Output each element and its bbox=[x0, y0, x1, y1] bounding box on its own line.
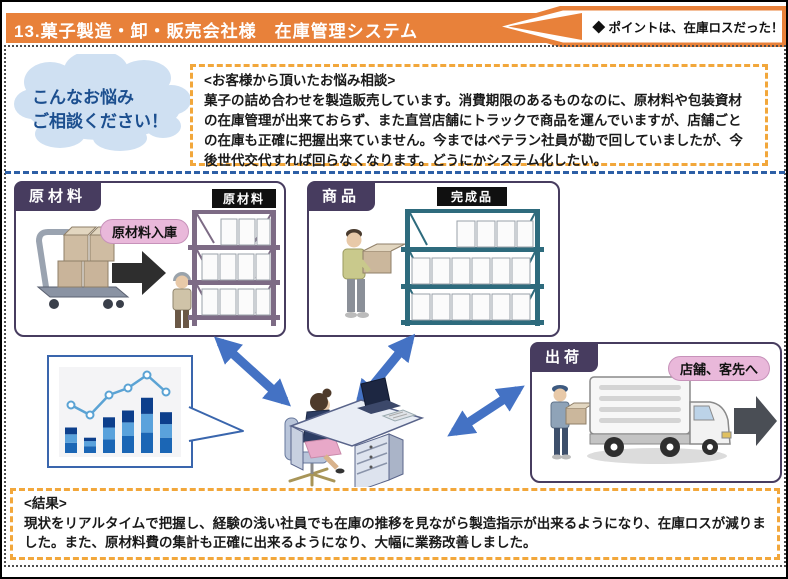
finished-goods-label: 完成品 bbox=[451, 189, 493, 204]
truck-icon bbox=[589, 376, 732, 457]
incoming-arrow-icon bbox=[112, 251, 166, 295]
papers-icon bbox=[381, 409, 417, 422]
raw-materials-box: 原材料 原材料入庫 bbox=[14, 181, 286, 337]
chart-callout bbox=[47, 355, 244, 468]
loader-worker-icon bbox=[550, 385, 596, 460]
arrow-raw-to-pc bbox=[214, 336, 291, 407]
consultation-box: <お客様から頂いたお悩み相談> 菓子の詰め合わせを製造販売しています。消費期限の… bbox=[190, 64, 768, 168]
result-body: 現状をリアルタイムで把握し、経験の浅い社員でも在庫の推移を見ながら製造指示が出来… bbox=[24, 515, 766, 551]
products-box: 商品 完成品 bbox=[307, 181, 560, 337]
desk-icon bbox=[288, 399, 425, 487]
consultation-title: <お客様から頂いたお悩み相談> bbox=[204, 73, 396, 88]
laptop-icon bbox=[357, 377, 401, 414]
worry-bubble-text: こんなお悩み ご相談ください！ bbox=[32, 86, 168, 134]
raw-materials-tab: 原材料 bbox=[14, 181, 102, 211]
result-title: <結果> bbox=[24, 496, 67, 511]
products-illustration: 完成品 bbox=[342, 187, 544, 326]
shipping-destination-label: 店舗、客先へ bbox=[667, 356, 770, 381]
products-tab: 商品 bbox=[307, 181, 376, 211]
arrow-ship-to-pc bbox=[447, 385, 525, 437]
raw-shelf-label: 原材料 bbox=[223, 191, 265, 206]
chart-bubble-pointer bbox=[188, 406, 244, 442]
consultation-body: 菓子の詰め合わせを製造販売しています。消費期限のあるものなのに、原材料や包装資材… bbox=[204, 92, 743, 168]
point-badge-label: ◆ ポイントは、在庫ロスだった！ bbox=[592, 21, 784, 35]
shipping-tab: 出荷 bbox=[530, 342, 599, 372]
raw-worker-icon bbox=[172, 272, 192, 328]
outbound-arrow-icon bbox=[734, 396, 777, 446]
left-chevron-icon bbox=[508, 13, 582, 40]
page-title: 13.菓子製造・卸・販売会社様 在庫管理システム bbox=[14, 22, 419, 41]
finished-goods-shelf-icon: 完成品 bbox=[401, 187, 544, 326]
stock-trend-chart bbox=[65, 370, 172, 453]
raw-materials-illustration: 原材料 bbox=[35, 189, 280, 328]
raw-incoming-label: 原材料入庫 bbox=[100, 219, 190, 244]
worry-cloud-bubble bbox=[14, 54, 191, 151]
diagram-separator-line bbox=[5, 171, 785, 174]
shipping-illustration bbox=[550, 376, 777, 464]
content-dotted-frame bbox=[4, 45, 786, 567]
operator-desk-illustration bbox=[284, 377, 425, 487]
point-badge bbox=[490, 6, 786, 47]
raw-shelf-icon: 原材料 bbox=[188, 189, 280, 326]
worry-bubble-line2: ご相談ください！ bbox=[32, 111, 168, 131]
result-box: <結果> 現状をリアルタイムで把握し、経験の浅い社員でも在庫の推移を見ながら製造… bbox=[10, 488, 780, 560]
shipping-box: 出荷 店舗、客先へ bbox=[530, 342, 782, 483]
worry-bubble-line1: こんなお悩み bbox=[32, 88, 134, 107]
product-worker-icon bbox=[342, 229, 406, 318]
